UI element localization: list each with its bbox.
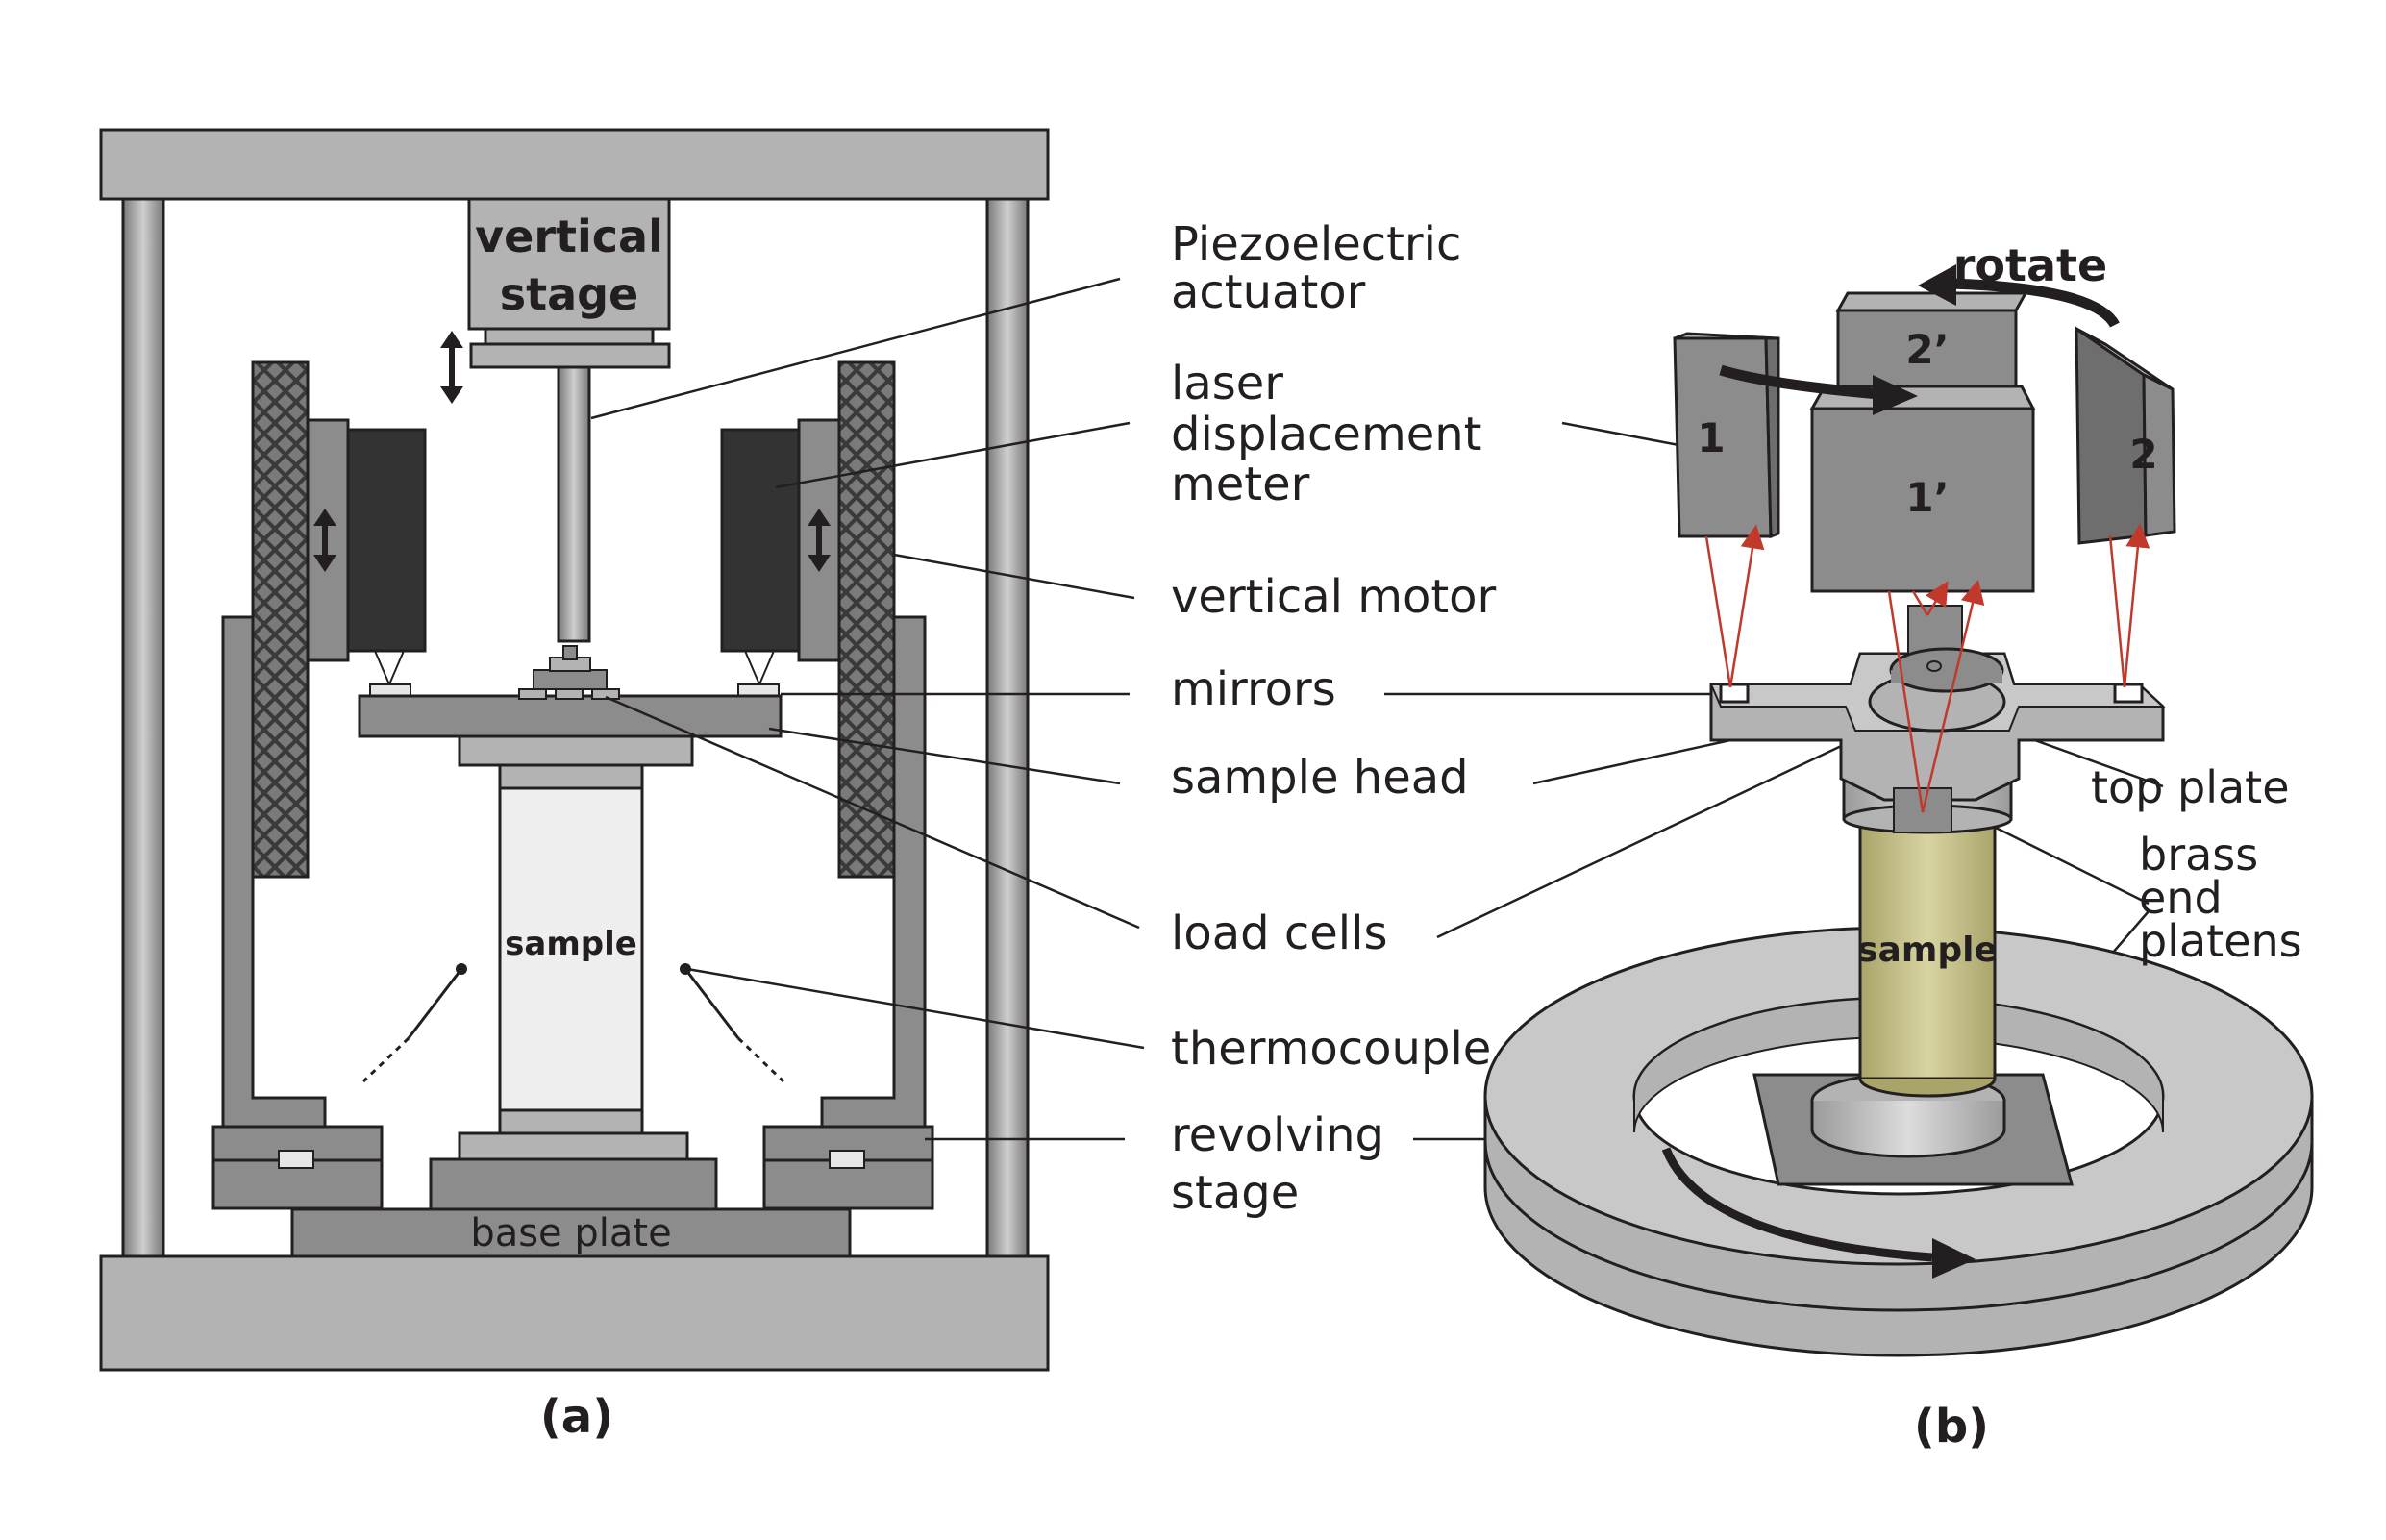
brass-label-3: platens: [2139, 915, 2302, 967]
vertical-stage-label-1: vertical: [475, 211, 663, 262]
left-mirror: [369, 683, 411, 697]
leader-laser-b: [1561, 421, 1690, 449]
right-thermocouple: [680, 963, 785, 1083]
callout-mirrors: mirrors: [1171, 662, 1336, 716]
rotate-arrow-upper-icon: [1918, 264, 2120, 328]
left-laser-meter: [346, 428, 427, 653]
callout-laser-1: laser: [1171, 357, 1283, 410]
left-motor-track: [251, 360, 310, 879]
top-plate-label: top plate: [2091, 761, 2290, 813]
brass-label-2: end: [2139, 872, 2223, 924]
stage-motion-arrow-icon: [440, 331, 463, 404]
right-motor-track: [837, 360, 896, 879]
left-thermocouple: [361, 963, 467, 1083]
callout-piezo-2: actuator: [1171, 265, 1366, 319]
load-cell-mid: [555, 688, 584, 700]
mirror-back-mount: [1907, 605, 1963, 655]
vertical-stage-holder: [469, 342, 671, 369]
sensor-2-label: 2: [2129, 431, 2157, 478]
panel-b: sample 1 2: [1483, 239, 2314, 1453]
left-laser-beam: [374, 650, 405, 687]
lower-brass-disk-side: [1810, 1101, 2006, 1158]
sensor-2: 2: [2075, 326, 2176, 545]
sample-b-label: sample: [1857, 931, 1998, 970]
bottom-frame-plate: [99, 1254, 1050, 1372]
top-disk-lower: [533, 669, 608, 690]
callout-revolving-2: stage: [1171, 1166, 1299, 1220]
leader-sample-head-a: [768, 727, 1121, 785]
rotate-label: rotate: [1953, 239, 2108, 291]
laser-beams: [1704, 523, 2150, 813]
leader-brass-top: [1989, 823, 2150, 906]
sample-cylinder: [498, 786, 644, 1112]
right-revolving-stage-window: [829, 1150, 865, 1169]
upper-end-cap: [498, 763, 644, 790]
piezoelectric-actuator-rod: [557, 365, 591, 643]
callouts: Piezoelectric actuator laser displacemen…: [590, 217, 2164, 1220]
left-column: [121, 197, 165, 1258]
sensor-2p: 2’: [1835, 291, 2028, 389]
leader-sample-head-b: [1532, 738, 1731, 785]
lower-platen: [458, 1131, 689, 1161]
brass-label-1: brass: [2139, 829, 2258, 881]
sample-label: sample: [505, 925, 637, 963]
right-motor-arrow-icon: [808, 509, 831, 572]
load-cell-left: [518, 688, 547, 700]
vertical-stage-block: [467, 197, 671, 331]
top-plate-pin: [1926, 660, 1942, 672]
leader-load-cells-b: [1436, 712, 1909, 939]
vertical-stage-label-2: stage: [500, 268, 639, 320]
left-revolving-stage-window: [278, 1150, 314, 1169]
base-plate: [290, 1207, 852, 1258]
sample-head-plate: [358, 694, 783, 738]
callout-thermocouple: thermocouple: [1171, 1022, 1491, 1076]
top-plate-side: [1891, 670, 2002, 683]
lower-pedestal: [429, 1157, 718, 1211]
left-motor-arrow-icon: [313, 509, 336, 572]
callout-vertical-motor: vertical motor: [1171, 570, 1497, 624]
caption-a: (a): [540, 1390, 613, 1444]
panel-a: vertical stage: [99, 128, 1050, 1444]
right-column: [985, 197, 1030, 1258]
vertical-stage-plate: [484, 327, 655, 346]
ring-rotation-arrow-icon: [1661, 1147, 1976, 1279]
lower-end-cap: [498, 1108, 644, 1135]
leader-thermocouple: [686, 967, 1145, 1050]
sensor-1p: 1’: [1809, 385, 2036, 593]
mirror-b-right: [2113, 683, 2144, 704]
caption-b: (b): [1914, 1400, 1989, 1453]
base-plate-label: base plate: [470, 1211, 671, 1255]
callout-piezo-1: Piezoelectric: [1171, 217, 1461, 271]
leader-vertical-motor: [893, 553, 1135, 600]
top-frame-plate: [99, 128, 1050, 201]
top-disk-stem: [562, 645, 578, 660]
upper-platen: [458, 734, 694, 767]
sensor-1-label: 1: [1697, 414, 1725, 461]
callout-revolving-1: revolving: [1171, 1108, 1384, 1162]
right-mirror: [737, 683, 780, 697]
leader-load-cells-a: [605, 695, 1140, 930]
sensor-1p-label: 1’: [1905, 474, 1949, 521]
sensor-1: 1: [1673, 332, 1780, 539]
right-laser-beam: [744, 650, 775, 687]
sample-b-bottom: [1858, 1078, 1997, 1098]
leader-piezo: [590, 277, 1121, 420]
callout-laser-2: displacement: [1171, 408, 1481, 461]
callout-load-cells: load cells: [1171, 907, 1387, 960]
mirror-b-left: [1719, 683, 1750, 704]
rotate-arrow-lower-icon: [1719, 364, 1918, 415]
right-laser-meter: [720, 428, 801, 653]
sensor-2p-label: 2’: [1905, 326, 1949, 373]
leader-laser-a: [775, 421, 1131, 489]
right-motor-carriage: [797, 418, 841, 662]
callout-laser-3: meter: [1171, 458, 1310, 511]
callout-sample-head: sample head: [1171, 751, 1469, 805]
